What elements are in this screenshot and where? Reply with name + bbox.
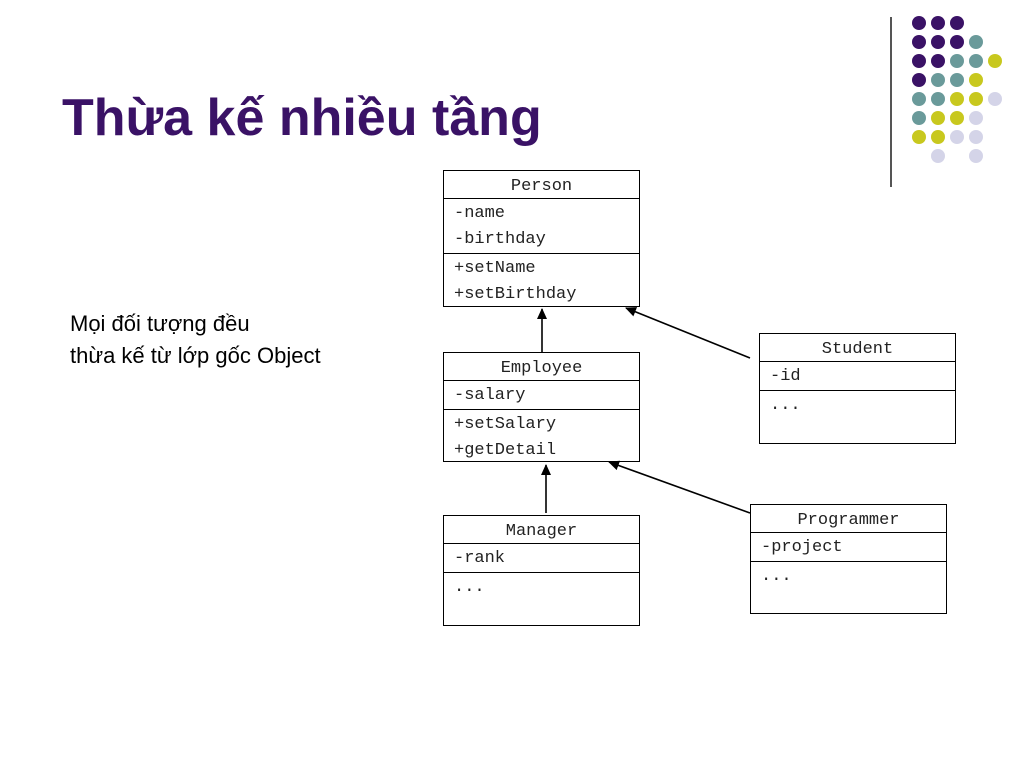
decorative-dot xyxy=(950,111,964,125)
method: +setBirthday xyxy=(454,285,577,304)
decorative-dot xyxy=(988,92,1002,106)
slide-note: Mọi đối tượng đều thừa kế từ lớp gốc Obj… xyxy=(70,308,321,372)
decorative-dot xyxy=(931,16,945,30)
decorative-dot xyxy=(931,54,945,68)
class-name: Programmer xyxy=(797,511,900,530)
decorative-dot xyxy=(969,35,983,49)
decorative-dot xyxy=(969,130,983,144)
class-box-employee: Employee -salary +setSalary +getDetail xyxy=(443,352,640,462)
method: +getDetail xyxy=(454,441,557,460)
class-box-student: Student -id ... xyxy=(759,333,956,444)
arrow-programmer-to-employee xyxy=(608,460,751,514)
decorative-divider xyxy=(890,17,892,187)
class-name: Employee xyxy=(500,359,583,378)
decorative-dot xyxy=(969,54,983,68)
methods-section: +setName +setBirthday xyxy=(444,253,639,308)
attribute: -name xyxy=(454,204,506,223)
decorative-dot xyxy=(931,111,945,125)
attributes-section: -salary xyxy=(444,380,639,409)
decorative-dot xyxy=(931,130,945,144)
decorative-dot xyxy=(931,35,945,49)
methods-section: ... xyxy=(760,390,955,419)
decorative-dot xyxy=(950,92,964,106)
class-name: Student xyxy=(821,340,894,359)
decorative-dot xyxy=(912,73,926,87)
method: ... xyxy=(761,567,792,586)
method: ... xyxy=(454,578,485,597)
decorative-dot xyxy=(912,16,926,30)
attribute: -project xyxy=(761,538,843,557)
decorative-dot xyxy=(912,92,926,106)
decorative-dot xyxy=(931,92,945,106)
methods-section: ... xyxy=(751,561,946,590)
decorative-dot xyxy=(969,73,983,87)
attribute: -id xyxy=(770,367,801,386)
attributes-section: -id xyxy=(760,361,955,390)
class-box-programmer: Programmer -project ... xyxy=(750,504,947,614)
methods-section: ... xyxy=(444,572,639,601)
slide-title: Thừa kế nhiều tầng xyxy=(62,89,542,147)
decorative-dot xyxy=(931,73,945,87)
decorative-dot xyxy=(969,111,983,125)
decorative-dot xyxy=(988,54,1002,68)
decorative-dot xyxy=(931,149,945,163)
class-name: Manager xyxy=(505,522,578,541)
decorative-dot xyxy=(912,130,926,144)
note-line-2: thừa kế từ lớp gốc Object xyxy=(70,343,321,368)
attribute: -salary xyxy=(454,386,526,405)
class-name: Person xyxy=(510,177,573,196)
decorative-dot xyxy=(950,54,964,68)
note-line-1: Mọi đối tượng đều xyxy=(70,311,250,336)
method: +setSalary xyxy=(454,415,557,434)
decorative-dot xyxy=(912,54,926,68)
attribute: -birthday xyxy=(454,230,546,249)
method: ... xyxy=(770,396,801,415)
decorative-dot xyxy=(969,92,983,106)
decorative-dot xyxy=(950,35,964,49)
decorative-dot xyxy=(912,111,926,125)
decorative-dot xyxy=(950,16,964,30)
attributes-section: -rank xyxy=(444,543,639,572)
decorative-dot xyxy=(950,73,964,87)
arrow-student-to-person xyxy=(625,307,751,359)
attribute: -rank xyxy=(454,549,506,568)
methods-section: +setSalary +getDetail xyxy=(444,409,639,464)
attributes-section: -name -birthday xyxy=(444,198,639,253)
class-box-manager: Manager -rank ... xyxy=(443,515,640,626)
decorative-dot xyxy=(912,35,926,49)
method: +setName xyxy=(454,259,536,278)
decorative-dot xyxy=(969,149,983,163)
attributes-section: -project xyxy=(751,532,946,561)
class-box-person: Person -name -birthday +setName +setBirt… xyxy=(443,170,640,307)
decorative-dot xyxy=(950,130,964,144)
